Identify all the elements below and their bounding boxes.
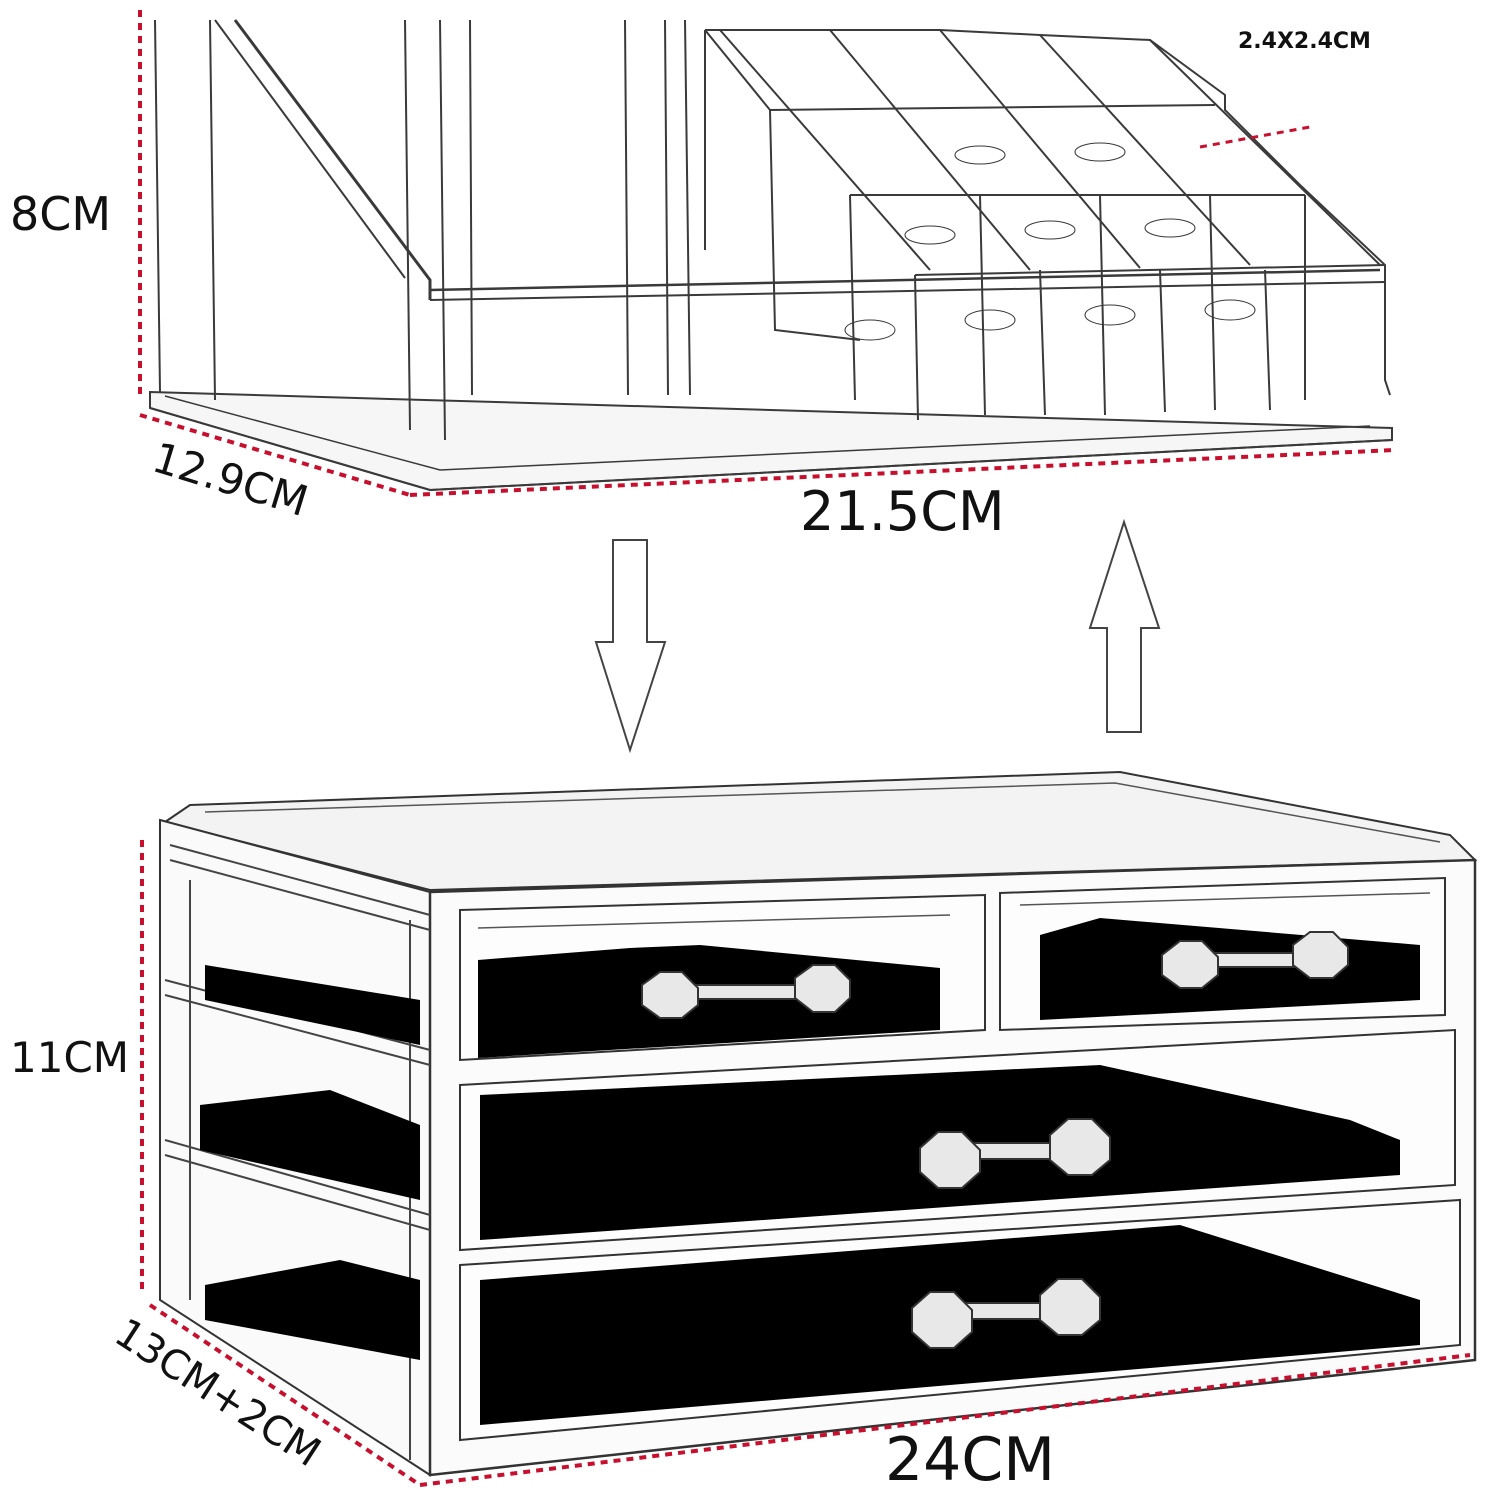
down-arrow-icon bbox=[594, 539, 667, 754]
depth-dimension-line-bottom bbox=[148, 1303, 422, 1487]
cell-size-label: 2.4X2.4CM bbox=[1238, 29, 1371, 54]
bottom-width-label: 24CM bbox=[885, 1425, 1055, 1495]
top-dimension-lines bbox=[138, 10, 1396, 497]
top-width-label: 21.5CM bbox=[800, 480, 1005, 543]
cell-size-pointer bbox=[1199, 125, 1311, 149]
width-dimension-line-top bbox=[409, 448, 1396, 497]
drawer-knob-icon bbox=[1161, 931, 1349, 989]
lipstick-organizer bbox=[149, 19, 1393, 492]
small-drawer-left[interactable] bbox=[459, 893, 986, 1062]
drawer-knob-icon bbox=[911, 1278, 1101, 1349]
top-height-label: 8CM bbox=[10, 187, 111, 241]
depth-dimension-line-top bbox=[139, 413, 411, 497]
drawer-knob-icon bbox=[919, 1118, 1111, 1189]
up-arrow-icon bbox=[1088, 518, 1161, 733]
bottom-height-label: 11CM bbox=[10, 1033, 129, 1082]
drawer-knob-icon bbox=[641, 964, 851, 1019]
bottom-dimension-lines bbox=[140, 840, 1471, 1487]
